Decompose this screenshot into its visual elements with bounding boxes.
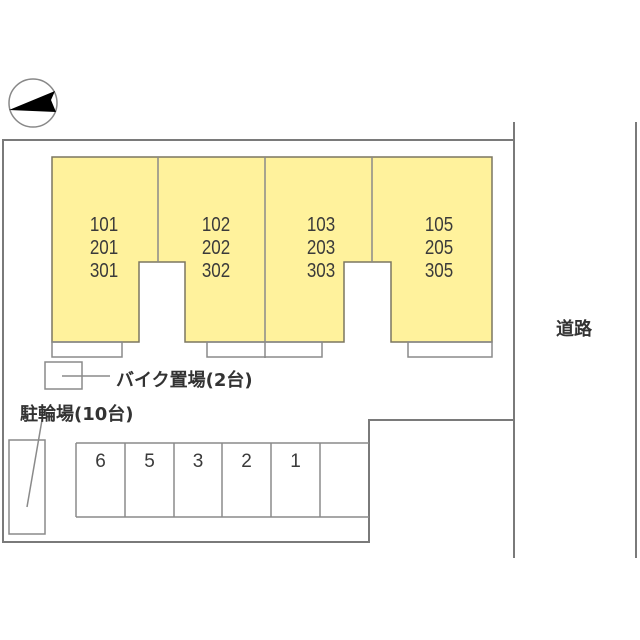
room-number: 303 (306, 260, 336, 282)
parking-stall-number: 5 (144, 451, 155, 472)
room-number: 205 (424, 237, 454, 259)
parking-stall-number: 2 (241, 451, 252, 472)
room-number: 101 (89, 214, 119, 236)
unit-label-4: 105 205 305 (414, 214, 465, 283)
balcony-1 (51, 341, 123, 358)
north-arrow-icon (8, 78, 58, 128)
parking-stall-number: 6 (95, 451, 106, 472)
balcony-3 (407, 341, 493, 358)
bike-parking-label: バイク置場(2台) (116, 370, 253, 391)
room-number: 103 (306, 214, 336, 236)
room-number: 201 (89, 237, 119, 259)
unit-label-2: 102 202 302 (191, 214, 242, 283)
parking-stall-number: 3 (192, 451, 204, 472)
lot-boundary (2, 139, 514, 543)
room-number: 301 (89, 260, 119, 282)
room-number: 105 (424, 214, 454, 236)
room-number: 202 (201, 237, 231, 259)
room-number: 305 (424, 260, 454, 282)
parking-stall-number: 1 (290, 451, 301, 472)
room-number: 102 (201, 214, 231, 236)
road-label: 道路 (556, 319, 592, 340)
balcony-2 (206, 341, 323, 358)
bicycle-parking-area (8, 439, 46, 535)
unit-label-1: 101 201 301 (79, 214, 130, 283)
room-number: 203 (306, 237, 336, 259)
unit-label-3: 103 203 303 (296, 214, 347, 283)
car-parking-stalls (75, 442, 369, 518)
bicycle-parking-label: 駐輪場(10台) (20, 404, 134, 425)
room-number: 302 (201, 260, 231, 282)
